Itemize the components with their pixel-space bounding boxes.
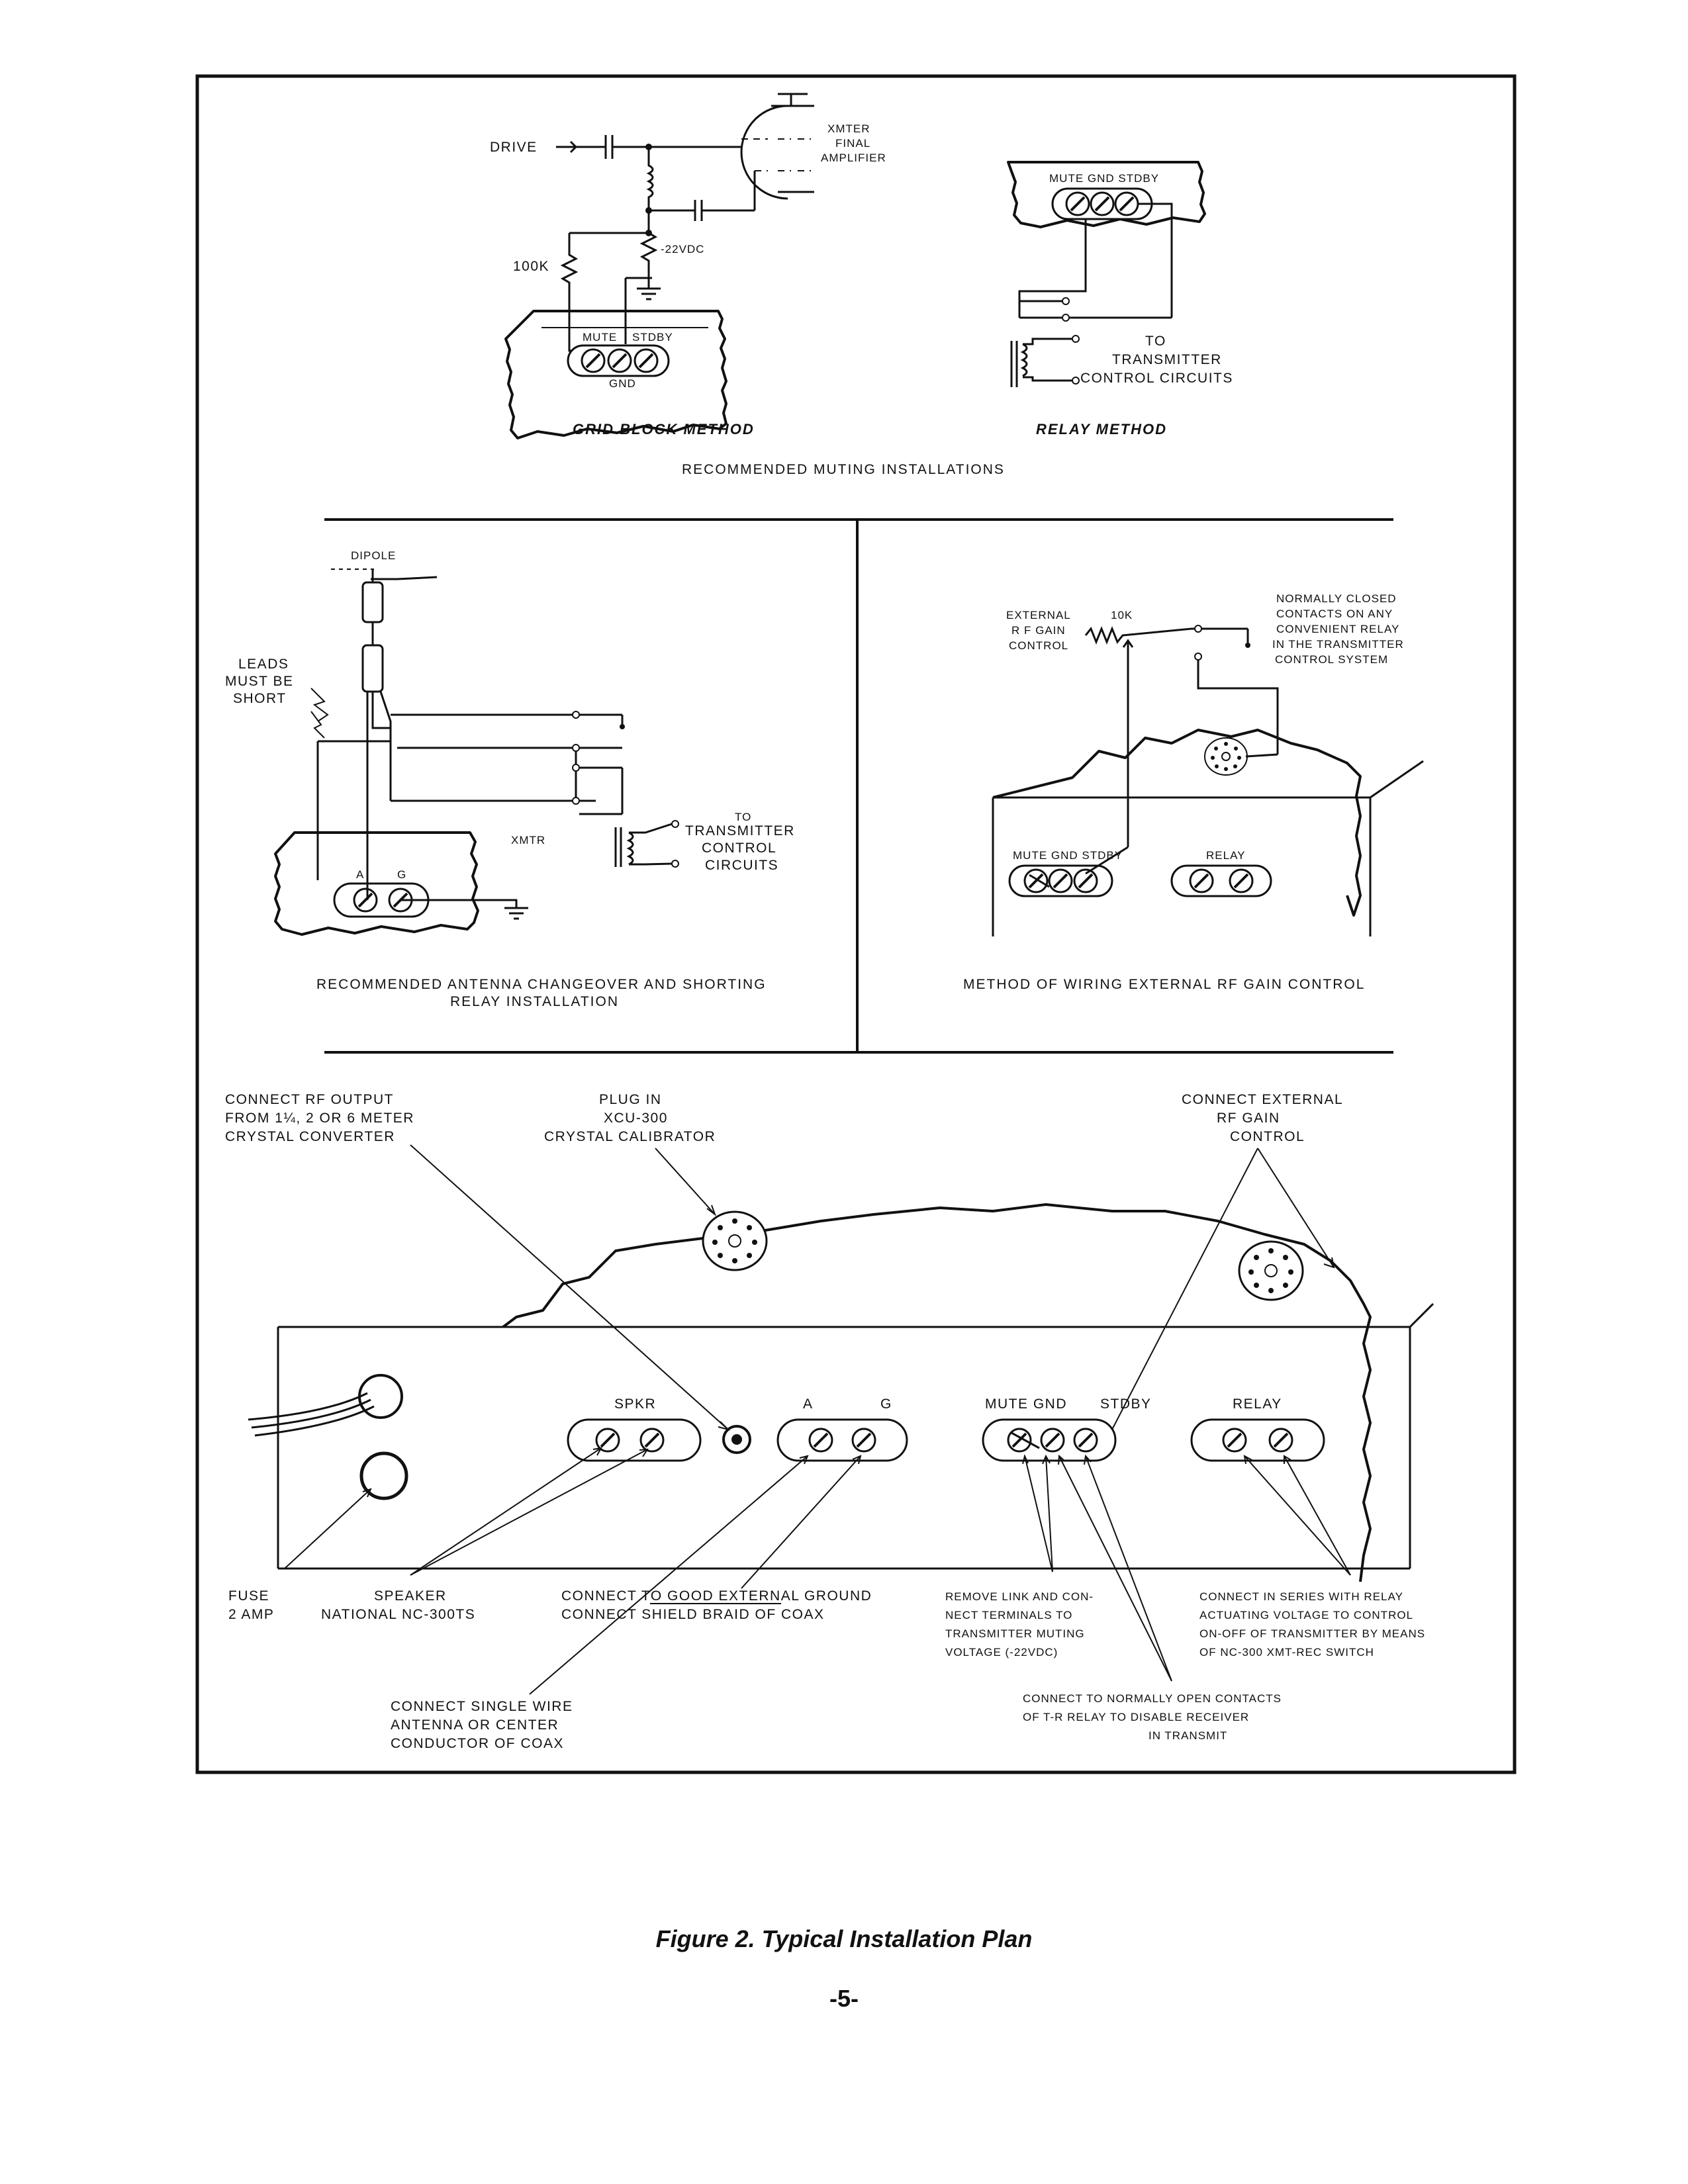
- nc-line2: CONTACTS ON ANY: [1276, 608, 1393, 620]
- relay-terminals: MUTE GND STDBY: [1049, 172, 1159, 185]
- rear-panel-diagram: CONNECT RF OUTPUT FROM 1¼, 2 OR 6 METER …: [225, 1092, 1434, 1751]
- ant-term-a: A: [356, 868, 364, 881]
- nc-line3: CONVENIENT RELAY: [1276, 623, 1399, 635]
- rf-out-line3: CRYSTAL CONVERTER: [225, 1129, 395, 1144]
- normally-line1: CONNECT TO NORMALLY OPEN CONTACTS: [1023, 1692, 1282, 1705]
- ext-rf-line2: RF GAIN: [1217, 1111, 1280, 1126]
- normally-line3: IN TRANSMIT: [1149, 1729, 1227, 1742]
- a-label: A: [803, 1396, 814, 1412]
- series-line1: CONNECT IN SERIES WITH RELAY: [1199, 1590, 1403, 1603]
- antenna-changeover-diagram: DIPOLE LEADS MUST BE SHORT XMTR: [225, 549, 795, 1009]
- figure-caption: Figure 2. Typical Installation Plan: [656, 1925, 1033, 1952]
- page-number: -5-: [829, 1985, 859, 2012]
- nc-line1: NORMALLY CLOSED: [1276, 592, 1397, 605]
- relay-method-diagram: MUTE GND STDBY TO TRANSMITTER CONTROL CI…: [1007, 161, 1233, 437]
- gb-term-gnd: GND: [609, 377, 636, 390]
- single-line1: CONNECT SINGLE WIRE: [391, 1699, 573, 1714]
- ground-line2: CONNECT SHIELD BRAID OF COAX: [561, 1607, 825, 1622]
- ant-term-g: G: [397, 868, 406, 881]
- antenna-caption-line2: RELAY INSTALLATION: [450, 994, 619, 1009]
- rf-relay-label: RELAY: [1206, 849, 1246, 862]
- remove-line3: TRANSMITTER MUTING: [945, 1627, 1085, 1640]
- normally-line2: OF T-R RELAY TO DISABLE RECEIVER: [1023, 1711, 1249, 1723]
- leads-line2: MUST BE: [225, 674, 293, 689]
- remove-line4: VOLTAGE (-22VDC): [945, 1646, 1058, 1659]
- fuse-line1: FUSE: [228, 1588, 269, 1604]
- mute-gnd-label: MUTE GND: [985, 1396, 1067, 1412]
- rf-gain-caption: METHOD OF WIRING EXTERNAL RF GAIN CONTRO…: [963, 977, 1365, 992]
- remove-line1: REMOVE LINK AND CON-: [945, 1590, 1094, 1603]
- leads-line3: SHORT: [233, 691, 287, 706]
- spkr-label: SPKR: [614, 1396, 656, 1412]
- resistor-100k: 100K: [513, 259, 549, 274]
- plug-line3: CRYSTAL CALIBRATOR: [544, 1129, 716, 1144]
- relay-label: RELAY: [1233, 1396, 1282, 1412]
- ant-to-line3: CONTROL: [702, 841, 776, 856]
- ant-to-line4: CIRCUITS: [705, 858, 778, 873]
- speaker-line2: NATIONAL NC-300TS: [321, 1607, 475, 1622]
- g-label: G: [880, 1396, 892, 1412]
- ext-rf-line1: CONNECT EXTERNAL: [1182, 1092, 1343, 1107]
- ext-rf-line3: CONTROL: [1230, 1129, 1305, 1144]
- series-line3: ON-OFF OF TRANSMITTER BY MEANS: [1199, 1627, 1425, 1640]
- single-line3: CONDUCTOR OF COAX: [391, 1736, 564, 1751]
- nc-line5: CONTROL SYSTEM: [1275, 653, 1388, 666]
- ant-to-line1: TO: [735, 811, 751, 823]
- relay-to-line3: CONTROL CIRCUITS: [1080, 371, 1233, 386]
- speaker-line1: SPEAKER: [374, 1588, 447, 1604]
- ext-line3: CONTROL: [1009, 639, 1068, 652]
- series-line2: ACTUATING VOLTAGE TO CONTROL: [1199, 1609, 1413, 1621]
- single-line2: ANTENNA OR CENTER: [391, 1717, 559, 1733]
- ext-line1: EXTERNAL: [1006, 609, 1071, 621]
- antenna-caption-line1: RECOMMENDED ANTENNA CHANGEOVER AND SHORT…: [316, 977, 767, 992]
- plug-line2: XCU-300: [604, 1111, 668, 1126]
- ground-line1: CONNECT TO GOOD EXTERNAL GROUND: [561, 1588, 872, 1604]
- relay-method-caption: RELAY METHOD: [1036, 421, 1167, 437]
- ext-line2: R F GAIN: [1011, 624, 1066, 637]
- ant-to-line2: TRANSMITTER: [685, 823, 795, 839]
- plug-line1: PLUG IN: [599, 1092, 662, 1107]
- gb-term-mute: MUTE: [583, 331, 617, 343]
- muting-section: DRIVE XMTER FINAL AMPLIFIER: [490, 93, 1233, 477]
- muting-section-caption: RECOMMENDED MUTING INSTALLATIONS: [682, 462, 1005, 477]
- nc-line4: IN THE TRANSMITTER: [1272, 638, 1404, 651]
- rf-terminals: MUTE GND STDBY: [1013, 849, 1123, 862]
- xmtr-label: XMTR: [511, 834, 545, 846]
- gb-term-stdby: STDBY: [632, 331, 673, 343]
- dipole-label: DIPOLE: [351, 549, 396, 562]
- rf-gain-wiring-diagram: EXTERNAL R F GAIN CONTROL 10K NORMALLY C…: [963, 592, 1424, 992]
- remove-line2: NECT TERMINALS TO: [945, 1609, 1072, 1621]
- pot-10k: 10K: [1111, 609, 1133, 621]
- grid-block-diagram: DRIVE XMTER FINAL AMPLIFIER: [490, 93, 886, 439]
- relay-to-line1: TO: [1145, 334, 1166, 349]
- relay-to-line2: TRANSMITTER: [1112, 352, 1222, 367]
- bias-voltage: -22VDC: [661, 243, 704, 255]
- leads-line1: LEADS: [238, 657, 289, 672]
- xmtr-line2: FINAL: [835, 137, 870, 150]
- drive-label: DRIVE: [490, 140, 538, 155]
- rf-out-line2: FROM 1¼, 2 OR 6 METER: [225, 1111, 414, 1126]
- fuse-line2: 2 AMP: [228, 1607, 274, 1622]
- series-line4: OF NC-300 XMT-REC SWITCH: [1199, 1646, 1374, 1659]
- figure-frame: [195, 74, 1517, 1774]
- rf-out-line1: CONNECT RF OUTPUT: [225, 1092, 394, 1107]
- xmtr-line1: XMTER: [827, 122, 870, 135]
- xmtr-line3: AMPLIFIER: [821, 152, 886, 164]
- grid-block-caption: GRID BLOCK METHOD: [573, 421, 755, 437]
